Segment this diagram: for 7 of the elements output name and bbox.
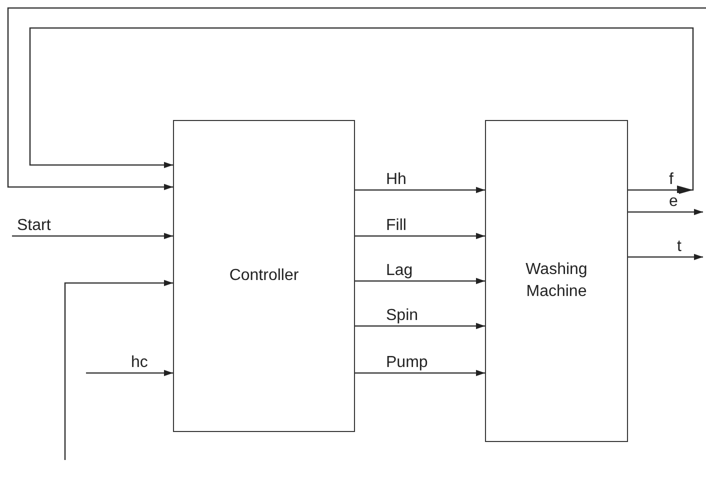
edge-label: Lag [385,262,414,280]
block-label: Washing Machine [524,260,588,302]
block-box [173,120,355,432]
block-label: Controller [229,266,299,286]
edge-label: Pump [385,354,429,372]
edge-label: Spin [385,307,420,325]
block-box [485,120,628,442]
